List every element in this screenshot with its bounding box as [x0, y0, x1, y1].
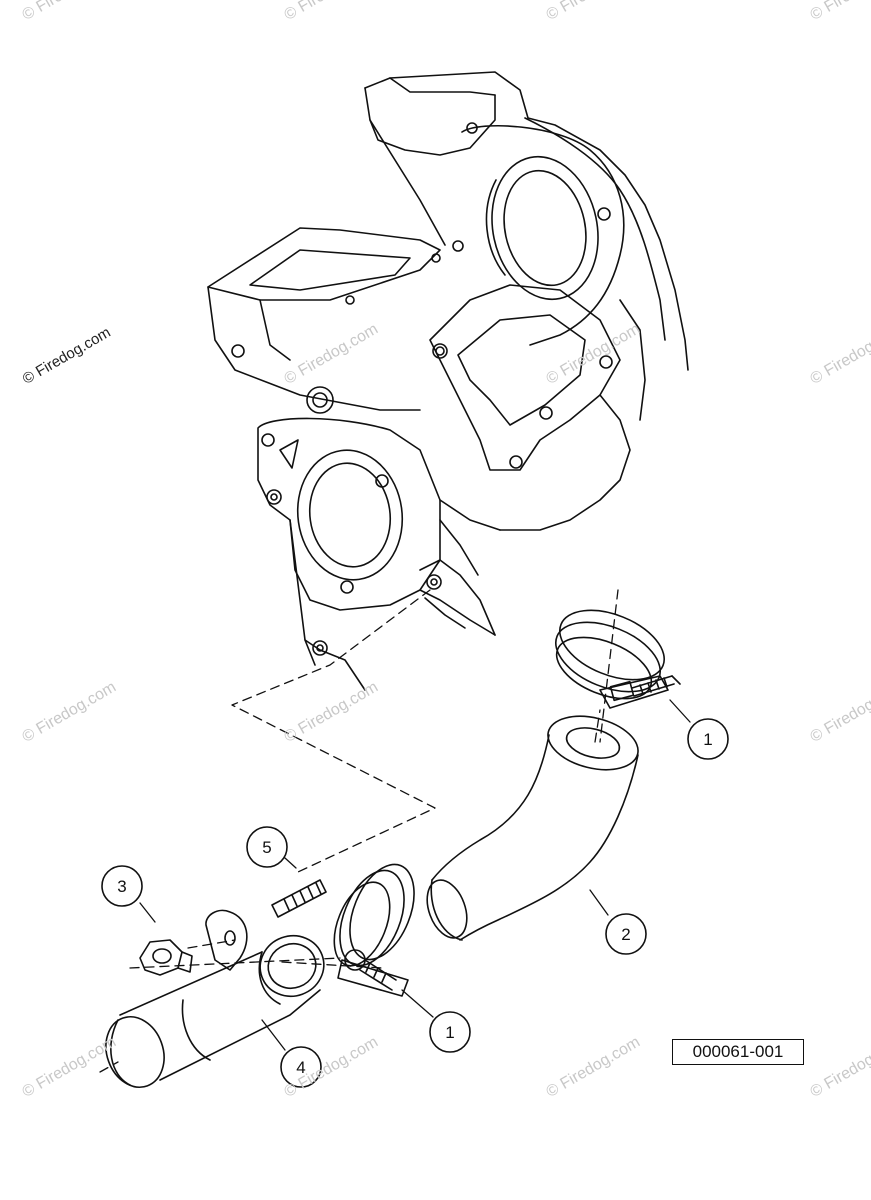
callout-label-3: 3 — [117, 877, 126, 896]
hose-clamp-top — [554, 609, 681, 709]
callout-label-4: 4 — [296, 1058, 305, 1077]
callout-label-1-bottom: 1 — [445, 1023, 454, 1042]
callout-label-2: 2 — [621, 925, 630, 944]
engine-housing — [207, 71, 689, 691]
callout-circle-3 — [101, 865, 143, 907]
part-number-label: 000061-001 — [672, 1039, 804, 1065]
callout-circle-4 — [280, 1046, 322, 1088]
callouts: 1 2 3 4 5 1 — [101, 718, 729, 1088]
callout-label-1-top: 1 — [703, 730, 712, 749]
assembly-leaders — [99, 589, 619, 1073]
callout-circle-1-top — [687, 718, 729, 760]
water-pipe — [105, 909, 325, 1088]
callout-label-5: 5 — [262, 838, 271, 857]
callout-circle-2 — [605, 913, 647, 955]
callout-circle-5 — [246, 826, 288, 868]
callout-leaders — [139, 699, 691, 1051]
flange-nut — [139, 939, 193, 976]
elbow-hose — [426, 715, 639, 941]
callout-circle-1-bottom — [429, 1011, 471, 1053]
hose-clamp-bottom — [333, 863, 415, 997]
stud — [271, 879, 327, 918]
